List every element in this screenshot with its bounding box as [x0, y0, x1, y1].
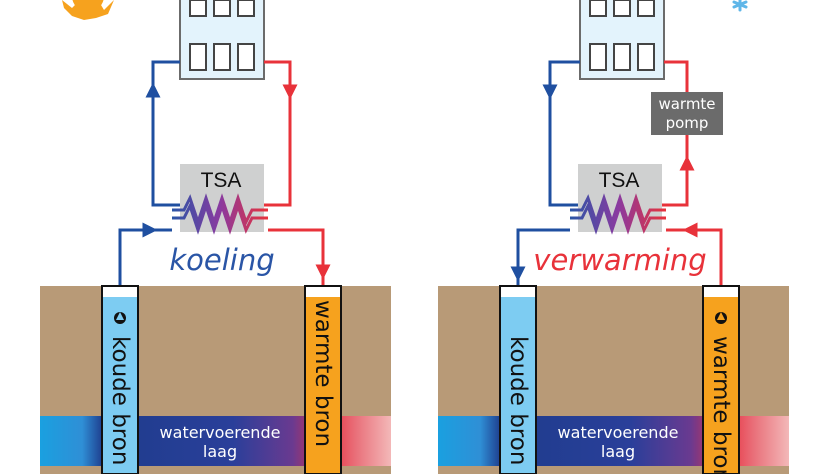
heat-pump-label-line2: pomp	[666, 114, 709, 132]
tsa-label: TSA	[599, 169, 640, 192]
warm-well-label: warmte bron	[310, 300, 336, 447]
sun-icon	[62, 0, 114, 20]
snowflake-icon	[732, 0, 748, 12]
building	[179, 0, 265, 80]
aquifer-label-line1: watervoerende	[160, 423, 281, 442]
aquifer-label-line1: watervoerende	[558, 423, 679, 442]
right-panel: watervoerende laag warmte pomp TSA verwa…	[438, 0, 789, 474]
left-panel: watervoerende laag TSA koeling koude bro…	[40, 0, 391, 474]
aquifer-label-line2: laag	[601, 442, 635, 461]
heat-pump-label-line1: warmte	[658, 95, 715, 113]
warm-well	[304, 285, 342, 474]
building	[579, 0, 665, 80]
tsa-label: TSA	[201, 169, 242, 192]
heat-exchanger-coil	[172, 201, 268, 235]
aquifer-label-line2: laag	[203, 442, 237, 461]
cold-well-label: koude bron	[107, 336, 133, 465]
mode-label-verwarming: verwarming	[533, 243, 706, 277]
heat-pump-box	[651, 92, 723, 135]
mode-label-koeling: koeling	[169, 243, 274, 277]
cold-well-label: koude bron	[505, 336, 531, 465]
building-return-pipe-warm	[254, 60, 292, 207]
building-return-pipe-cold	[548, 60, 584, 207]
heat-exchanger-coil	[570, 201, 666, 235]
cold-well	[499, 285, 537, 474]
warm-well-label: warmte bron	[708, 336, 734, 474]
building-supply-pipe-cold	[151, 60, 184, 207]
